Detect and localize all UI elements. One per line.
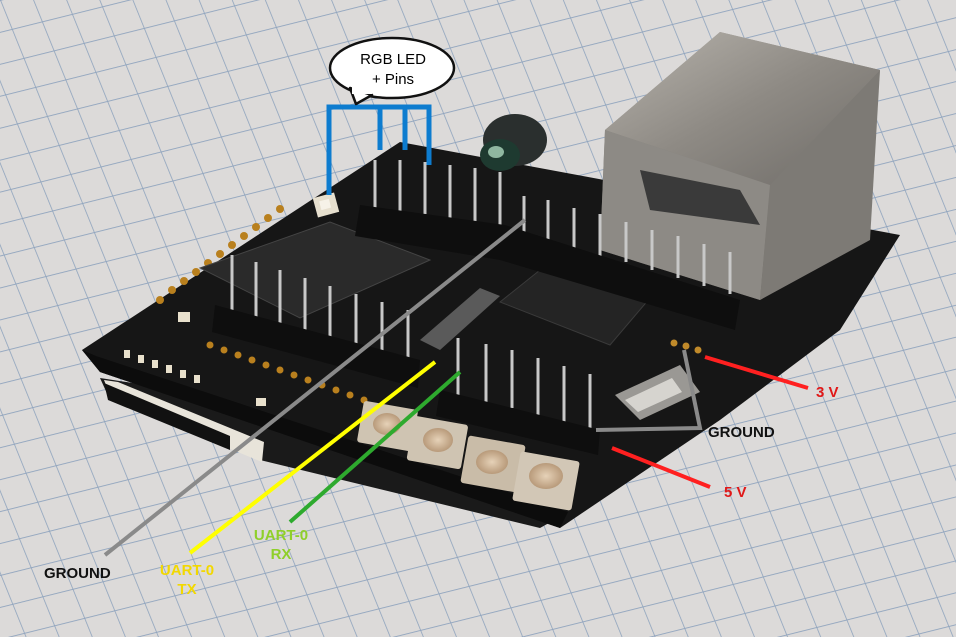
push-buttons [357,401,580,511]
v3-line [704,355,809,390]
power-pads [670,339,702,354]
crystal-oscillator [480,114,547,171]
rgb-led [312,192,340,218]
uart-tx-label: UART-0 TX [156,561,218,599]
uart-rx-label: UART-0 RX [250,526,312,564]
rgb-led-callout-lines [326,104,432,195]
ethernet-jack [600,32,880,300]
uart-rx-label-line1: UART-0 [253,527,309,544]
pin-headers [230,160,732,432]
uart-tx-line [188,360,437,555]
ground-right-line [595,349,703,432]
ground-left-line [103,218,527,557]
usb-connector [615,365,700,420]
rgb-led-speech-bubble [328,36,456,106]
ground-right-label: GROUND [708,424,775,441]
uart-rx-label-line2: RX [270,546,292,563]
v5-label: 5 V [724,484,747,501]
uart-rx-line [288,370,462,524]
v3-label: 3 V [816,384,839,401]
rgb-led-label-line2: + Pins [371,71,415,88]
ground-left-label: GROUND [44,565,111,582]
v5-line [611,446,711,489]
rgb-led-label-line1: RGB LED [360,51,426,68]
uart-tx-label-line2: TX [177,581,197,598]
uart-tx-label-line1: UART-0 [159,562,215,579]
rgb-led-label: RGB LED + Pins [331,41,455,99]
